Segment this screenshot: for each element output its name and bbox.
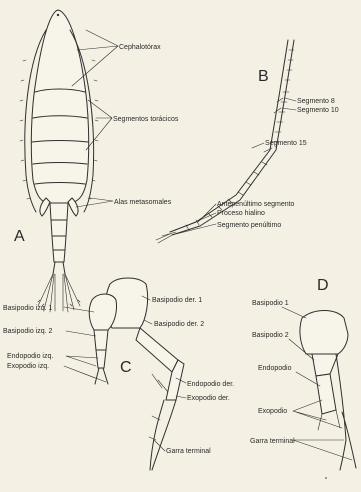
garra-terminal-shape (150, 400, 176, 470)
left-metasomal-wing (40, 198, 50, 216)
label-proceso-hialino: Proceso hialino (217, 210, 265, 217)
endoizq-leader (66, 356, 98, 366)
antennule-tip-setae (156, 232, 176, 243)
endopodio-shape (316, 374, 336, 414)
exopodio-izq-tip (95, 368, 108, 384)
endopodio-der-shape (152, 374, 168, 392)
antennule-segment-ticks-upper (273, 50, 294, 142)
basipodio-2-shape (312, 354, 338, 376)
basipodio-1-shape (300, 311, 348, 355)
label-endopodio: Endopodio (258, 365, 292, 372)
antepenultimo-leader (198, 204, 216, 222)
bas1-leader (282, 307, 306, 318)
panel-c-letter: C (120, 359, 132, 376)
basipodio-izq-2-shape (94, 330, 108, 350)
penultimo-leader (176, 224, 216, 234)
label-basipodio-der-1: Basipodio der. 1 (152, 297, 202, 304)
label-endopodio-izq: Endopodio izq. (7, 353, 53, 360)
label-alas-metasomales: Alas metasomales (114, 199, 172, 206)
panel-c-fifth-legs (89, 278, 184, 470)
label-cephalotorax: Cephalotórax (119, 44, 161, 51)
label-segmento-10: Segmento 10 (297, 107, 339, 114)
urosome-seg-4 (53, 250, 65, 262)
basizq2-leader (66, 331, 96, 336)
exopodio-outline (336, 354, 356, 468)
label-segmento-15: Segmento 15 (265, 140, 307, 147)
panel-d-leg (300, 311, 356, 471)
endopodio-izq-shape (96, 350, 106, 368)
panel-d-letter: D (317, 277, 329, 294)
panel-a-letter: A (14, 228, 25, 245)
panel-a-copepod-body (20, 10, 98, 312)
caudal-rami (53, 262, 65, 274)
label-garra-terminal-d: Garra terminal (250, 438, 295, 445)
label-antepenultimo: Antepenúltimo segmento (217, 201, 295, 208)
basder2-leader (144, 320, 152, 324)
label-exopodio: Exopodio (258, 408, 287, 415)
label-basipodio-der-2: Basipodio der. 2 (154, 321, 204, 328)
endopodio-spines (318, 410, 340, 430)
label-basipodio-2: Basipodio 2 (252, 332, 289, 339)
antennule-segment-ticks-lower (186, 162, 267, 230)
urosome-seg-2 (51, 220, 67, 236)
exoder-leader (176, 396, 186, 398)
garra-d-leader (293, 440, 352, 460)
segmentos-leader (86, 100, 112, 150)
prosome-outline (31, 10, 88, 203)
stray-dot (325, 477, 327, 479)
label-segmento-penultimo: Segmento penúltimo (217, 222, 281, 229)
alas-leader (76, 198, 113, 207)
basipodio-der-2-shape (136, 328, 178, 372)
urosome-seg-1 (50, 203, 68, 220)
label-segmentos-toracicos: Segmentos torácicos (113, 116, 179, 123)
label-exopodio-der: Exopodio der. (187, 395, 230, 402)
label-segmento-8: Segmento 8 (297, 98, 335, 105)
seg10-leader (282, 108, 296, 110)
label-endopodio-der: Endopodio der. (187, 381, 234, 388)
garra-terminal-d-shape (340, 440, 346, 470)
panel-b-letter: B (258, 68, 269, 85)
rostrum-dot (57, 14, 59, 16)
seg15-leader (252, 143, 264, 148)
label-basipodio-izq-1: Basipodio izq. 1 (3, 305, 53, 312)
label-garra-terminal-c: Garra terminal (166, 448, 211, 455)
label-exopodio-izq: Exopodio izq. (7, 363, 49, 370)
label-basipodio-1: Basipodio 1 (252, 300, 289, 307)
proceso-leader (186, 213, 216, 226)
seg8-leader (285, 98, 296, 101)
urosome-seg-3 (52, 236, 66, 250)
right-caudal-setae (63, 274, 80, 312)
label-basipodio-izq-2: Basipodio izq. 2 (3, 328, 53, 335)
